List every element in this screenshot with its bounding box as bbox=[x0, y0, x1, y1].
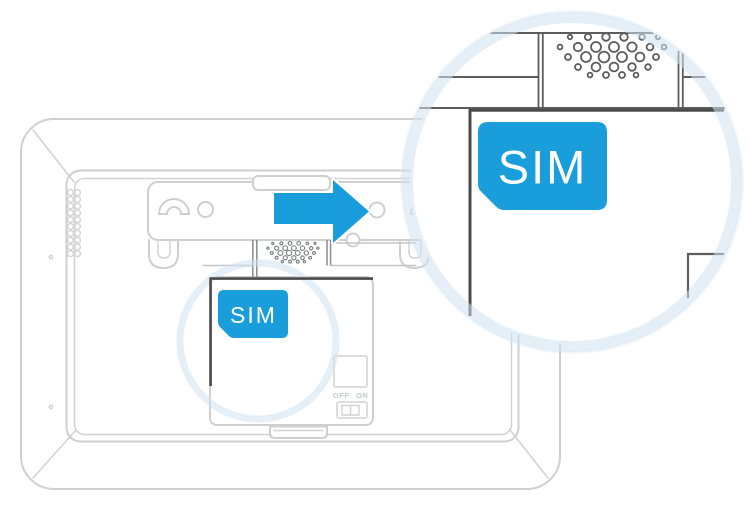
speaker-grille-icon bbox=[252, 240, 332, 277]
switch-on-label: ON bbox=[356, 391, 368, 400]
sim-card-shape bbox=[218, 290, 288, 338]
zoom-source-ring bbox=[176, 259, 340, 423]
bracket-hole bbox=[345, 232, 361, 248]
magnifier-ring-outer bbox=[400, 10, 744, 354]
sim-card-label: SIM bbox=[230, 302, 277, 328]
bevel-bottom-left bbox=[32, 429, 77, 479]
bevel-bottom-right bbox=[509, 429, 549, 479]
bracket-top-tab bbox=[252, 175, 331, 191]
sim-card-shape bbox=[478, 122, 607, 210]
switch-off-label: OFF bbox=[333, 391, 349, 400]
insert-arrow-icon bbox=[272, 178, 371, 245]
sim-slot-edge bbox=[209, 277, 373, 386]
connector-panel bbox=[333, 355, 368, 388]
screw-mark bbox=[48, 254, 54, 260]
bracket-hole bbox=[197, 201, 214, 218]
panel-corner-line bbox=[686, 252, 724, 298]
magnifier-ring bbox=[402, 12, 742, 352]
sim-card-icon: SIM bbox=[478, 122, 607, 210]
sim-slot-edge bbox=[468, 108, 724, 316]
sim-card-label: SIM bbox=[498, 141, 588, 194]
handset-hook-icon bbox=[157, 198, 191, 215]
sim-card-icon: SIM bbox=[218, 290, 288, 338]
bottom-latch bbox=[269, 425, 328, 439]
screw-mark bbox=[48, 404, 54, 410]
bracket-hole bbox=[368, 201, 386, 219]
keyhole-slot-inner bbox=[157, 239, 171, 259]
bevel-top-left bbox=[32, 129, 75, 183]
dip-switch-icon bbox=[336, 401, 368, 419]
keyhole-slot bbox=[148, 239, 179, 270]
magnifier-circle: SIM bbox=[400, 10, 744, 354]
magnified-content: SIM bbox=[419, 32, 725, 316]
terminal-strip bbox=[66, 188, 82, 258]
